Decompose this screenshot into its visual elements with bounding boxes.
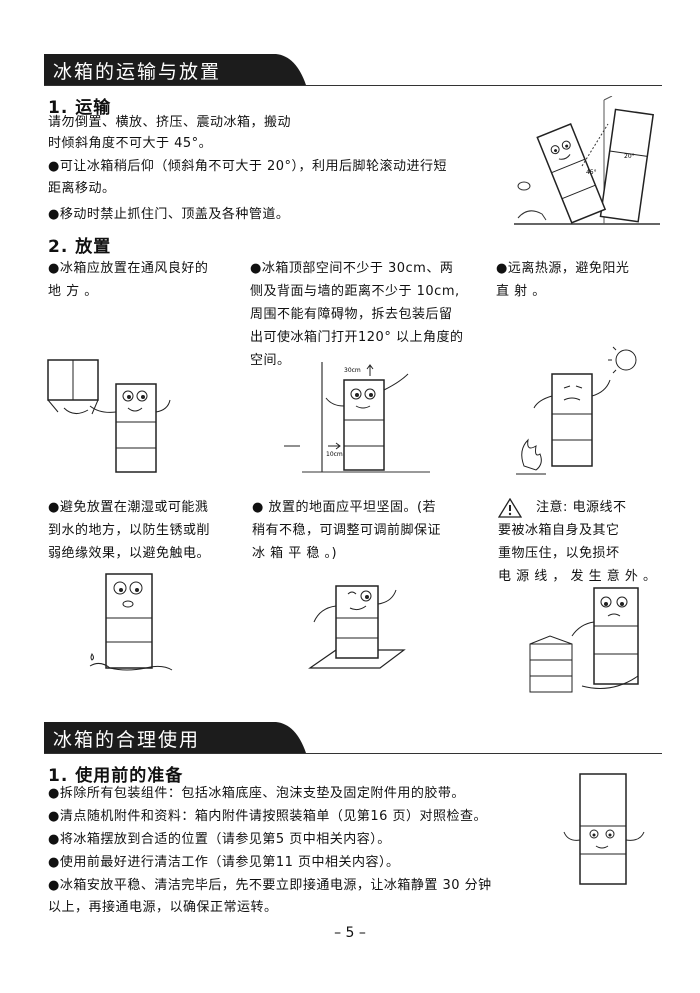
preparation-bullet-2: ●清点随机附件和资料：箱内附件请按照装箱单（见第16 页）对照检查。 [48,809,488,824]
subheading-transport: 1. 运输 [48,98,112,118]
banner-shape [44,54,306,85]
section-title-transport: 冰箱的运输与放置 [53,61,222,83]
clearance-illustration: 30cm 10cm [282,360,432,480]
power-cord-illustration [522,582,652,702]
placement-col3-l1: ●远离热源，避免阳光 [496,261,630,276]
placement-col3-l2: 直 射 。 [496,284,546,299]
floor-text-3: 冰 箱 平 稳 。) [252,546,338,561]
placement-col2-l5: 空间。 [250,353,291,368]
floor-text-2: 稍有不稳，可调整可调前脚保证 [252,523,442,538]
clearance-top-label: 30cm [344,367,361,374]
preparation-bullet-3: ●将冰箱摆放到合适的位置（请参见第5 页中相关内容）。 [48,832,391,847]
power-cord-warning-text-1: 注意: 电源线不 [536,500,627,515]
power-cord-warning-text-4: 电 源 线 ， 发 生 意 外 。 [498,569,657,584]
placement-col2-l1: ●冰箱顶部空间不少于 30cm、两 [250,261,454,276]
transport-text-1: 请勿倒置、横放、挤压、震动冰箱，搬动 [48,115,292,130]
section-banner-transport: 冰箱的运输与放置 [44,54,306,85]
power-cord-warning-text-3: 重物压住，以免损坏 [498,546,620,561]
page-number: – 5 – [334,925,366,941]
transport-bullet-2: ●移动时禁止抓住门、顶盖及各种管道。 [48,207,290,222]
subheading-preparation: 1. 使用前的准备 [48,766,184,786]
section-banner-proper-use: 冰箱的合理使用 [44,722,306,753]
angle-label-20: 20° [624,153,635,160]
placement-col2-l3: 周围不能有障碍物，拆去包装后留 [250,307,453,322]
angle-label-45: 45° [586,169,597,176]
placement-col2-l2: 侧及背面与墙的距离不少于 10cm, [250,284,460,299]
humidity-text-1: ●避免放置在潮湿或可能溅 [48,500,209,515]
power-cord-warning-text-2: 要被冰箱自身及其它 [498,523,620,538]
placement-col1-l2: 地 方 。 [48,284,98,299]
transport-illustration: 45° 20° [512,96,662,232]
section-rule [44,85,662,86]
flat-floor-illustration [300,576,410,680]
transport-text-2: 时倾斜角度不可大于 45°。 [48,136,213,151]
preparation-bullet-5: ●冰箱安放平稳、清洁完毕后，先不要立即接通电源，让冰箱静置 30 分钟 [48,878,492,893]
preparation-bullet-5-cont: 以上，再接通电源，以确保正常运转。 [48,900,278,915]
heat-source-illustration [510,346,640,480]
ventilation-illustration [44,356,184,476]
fridge-ready-illustration [560,770,650,890]
warning-icon [497,497,523,522]
transport-bullet-1: ●可让冰箱稍后仰（倾斜角不可大于 20°），利用后脚轮滚动进行短 [48,159,448,174]
subheading-placement: 2. 放置 [48,237,112,257]
placement-col1-l1: ●冰箱应放置在通风良好的 [48,261,209,276]
preparation-bullet-1: ●拆除所有包装组件：包括冰箱底座、泡沫支垫及固定附件用的胶带。 [48,786,465,801]
humidity-text-2: 到水的地方，以防生锈或削 [48,523,211,538]
transport-bullet-1-cont: 距离移动。 [48,181,116,196]
floor-text-1: ● 放置的地面应平坦坚固。(若 [252,500,437,515]
humidity-text-3: 弱绝缘效果，以避免触电。 [48,546,211,561]
placement-col2-l4: 出可使冰箱门打开120° 以上角度的 [250,330,464,345]
clearance-side-label: 10cm [326,451,343,458]
humidity-illustration [86,570,176,674]
banner-shape [44,722,306,753]
preparation-bullet-4: ●使用前最好进行清洁工作（请参见第11 页中相关内容）。 [48,855,400,870]
section-rule [44,753,662,754]
section-title-proper-use: 冰箱的合理使用 [53,729,201,751]
